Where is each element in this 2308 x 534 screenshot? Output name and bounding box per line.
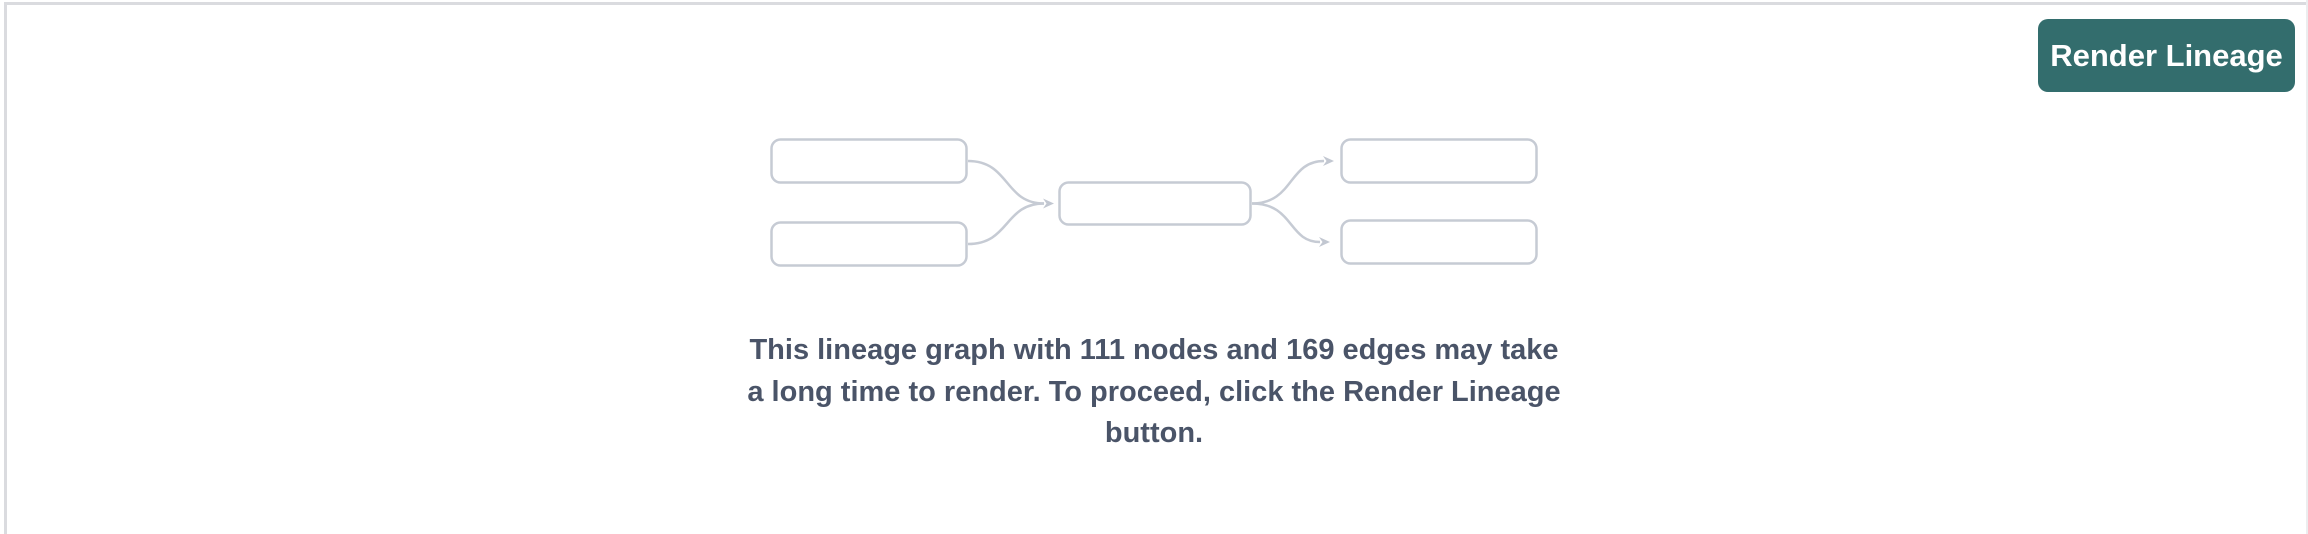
panel-top-divider — [4, 2, 2308, 5]
placeholder-node-left-top — [770, 138, 968, 184]
render-warning-line-2: a long time to render. To proceed, click… — [747, 375, 1561, 408]
placeholder-edge-left-bottom — [967, 202, 1045, 246]
placeholder-node-left-bottom — [770, 221, 968, 267]
placeholder-edge-right-top — [1251, 156, 1334, 205]
placeholder-edge-left-top — [967, 159, 1054, 209]
placeholder-node-right-bottom — [1340, 219, 1538, 265]
placeholder-node-right-top — [1340, 138, 1538, 184]
panel-left-divider — [4, 2, 7, 534]
render-warning-line-3: button. — [1104, 417, 1204, 449]
placeholder-node-center — [1058, 181, 1252, 226]
render-lineage-button[interactable]: Render Lineage — [2038, 19, 2295, 92]
render-warning-message: This lineage graph with 111 nodes and 16… — [554, 330, 1754, 455]
placeholder-edge-right-bottom — [1251, 202, 1330, 247]
lineage-placeholder-illustration — [770, 138, 1538, 267]
panel-right-divider — [2306, 0, 2308, 534]
render-warning-line-1: This lineage graph with 111 nodes and 16… — [749, 334, 1559, 366]
